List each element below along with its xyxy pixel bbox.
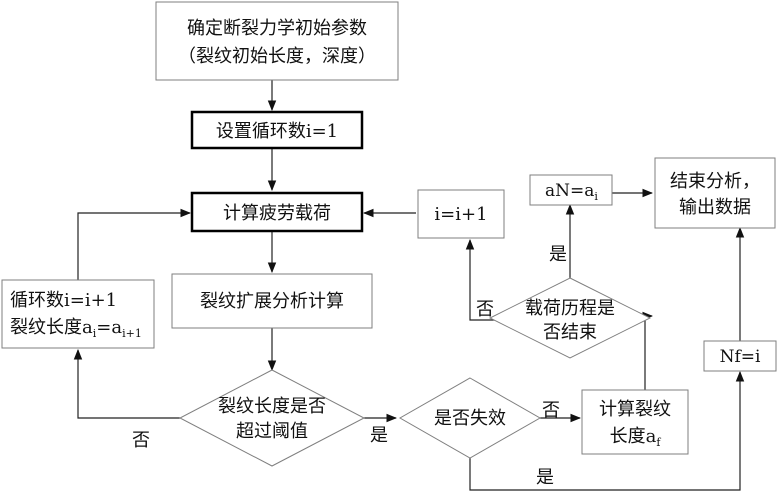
edge-loadend-no — [465, 238, 500, 321]
node-crack-growth: 裂纹扩展分析计算 — [171, 273, 373, 329]
cycle-update-line1: 循环数i=i+1 — [10, 290, 117, 311]
node-calc-load: 计算疲劳载荷 — [190, 191, 364, 233]
init-params-line1: 确定断裂力学初始参数 — [187, 18, 367, 39]
node-set-cycle: 设置循环数i=1 — [190, 110, 364, 150]
node-increment: i=i+1 — [417, 189, 505, 239]
label-no-failure: 否 — [542, 400, 560, 421]
node-nf-assign: Nf=i — [703, 340, 777, 372]
label-yes-threshold: 是 — [370, 425, 388, 446]
node-calc-crack: 计算裂纹 长度af — [581, 389, 689, 455]
end-output-line2: 输出数据 — [679, 197, 751, 218]
edge-labels: 否 是 否 是 否 是 — [132, 244, 567, 488]
threshold-check-line1: 裂纹长度是否 — [218, 396, 326, 417]
edge-failure-yes — [469, 370, 745, 491]
edge-threshold-no — [73, 348, 180, 419]
node-failure-check: 是否失效 — [398, 377, 542, 459]
increment-label: i=i+1 — [434, 204, 487, 225]
node-end-output: 结束分析， 输出数据 — [654, 157, 776, 229]
calc-crack-line1: 计算裂纹 — [599, 399, 671, 420]
connectors — [73, 80, 745, 491]
label-yes-load-end: 是 — [549, 244, 567, 265]
end-output-line1: 结束分析， — [670, 171, 760, 192]
node-an-assign: aN=ai — [529, 174, 613, 206]
label-no-threshold: 否 — [132, 430, 150, 451]
node-init-params: 确定断裂力学初始参数 （裂纹初始长度，深度） — [155, 1, 399, 81]
node-cycle-update: 循环数i=i+1 裂纹长度ai=ai+1 — [1, 279, 155, 349]
crack-growth-label: 裂纹扩展分析计算 — [200, 291, 344, 312]
set-cycle-label: 设置循环数i=1 — [216, 121, 338, 142]
label-yes-failure: 是 — [536, 467, 554, 488]
cycle-update-line2: 裂纹长度ai=ai+1 — [10, 317, 142, 340]
label-no-load-end: 否 — [476, 299, 494, 320]
edge-calccrack-to-loadend — [642, 311, 654, 390]
load-end-check-line1: 载荷历程是 — [525, 298, 615, 319]
nf-assign-label: Nf=i — [720, 347, 761, 367]
node-threshold-check: 裂纹长度是否 超过阈值 — [178, 369, 366, 467]
failure-check-label: 是否失效 — [434, 408, 506, 429]
an-assign-label: aN=ai — [545, 181, 598, 203]
threshold-check-line2: 超过阈值 — [236, 421, 308, 442]
edge-update-to-calcload — [77, 208, 192, 280]
calc-load-label: 计算疲劳载荷 — [223, 203, 331, 224]
node-load-end-check: 载荷历程是 否结束 — [488, 277, 652, 359]
init-params-line2: （裂纹初始长度，深度） — [178, 46, 376, 67]
load-end-check-line2: 否结束 — [543, 322, 597, 343]
calc-crack-line2: 长度af — [610, 426, 662, 449]
